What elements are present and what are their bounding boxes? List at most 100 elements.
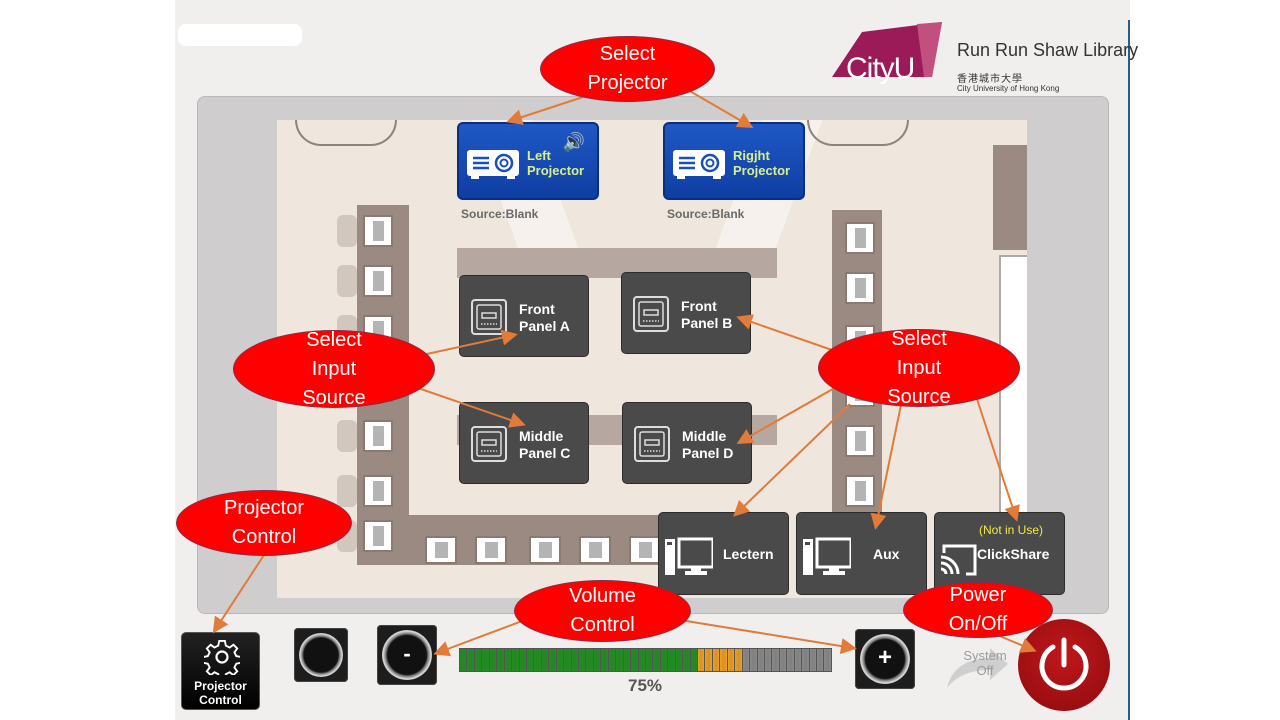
left-projector-button[interactable]: 🔊 Left Projector [457, 122, 599, 200]
power-button[interactable] [1018, 619, 1110, 711]
volume-segment-green [645, 649, 653, 671]
workstation [363, 215, 393, 247]
volume-segment-empty [809, 649, 816, 671]
callout-line: On/Off [948, 613, 1008, 635]
chair [337, 265, 357, 297]
callout-select-input-left: Select Input Source [233, 329, 435, 409]
button-label: Projector Control [182, 679, 259, 707]
projector-control-button[interactable]: Projector Control [181, 632, 260, 710]
not-in-use-note: (Not in Use) [979, 523, 1044, 537]
volume-segment-empty [750, 649, 757, 671]
callout-line: Input [311, 357, 357, 380]
volume-segment-green [497, 649, 504, 671]
workstation [579, 536, 611, 564]
volume-segment-green [579, 649, 586, 671]
volume-segment-empty [787, 649, 794, 671]
workstation [845, 222, 875, 254]
volume-segment-orange [720, 649, 727, 671]
volume-down-button[interactable]: - [377, 625, 437, 685]
workstation [845, 272, 875, 304]
volume-segment-empty [757, 649, 764, 671]
workstation [363, 265, 393, 297]
volume-segment-empty [764, 649, 772, 671]
minus-icon: - [403, 641, 411, 666]
volume-segment-green [467, 649, 474, 671]
volume-level-bar[interactable] [459, 648, 832, 672]
left-projector-source: Source:Blank [461, 207, 539, 221]
volume-segment-green [571, 649, 578, 671]
volume-segment-empty [802, 649, 809, 671]
mute-button[interactable] [294, 628, 348, 682]
volume-segment-green [623, 649, 631, 671]
door [295, 120, 397, 146]
desktop-computer-icon [803, 537, 851, 575]
volume-segment-green [653, 649, 660, 671]
volume-segment-empty [824, 649, 831, 671]
volume-segment-green [631, 649, 638, 671]
volume-segment-empty [794, 649, 802, 671]
label-line: Rigjht [733, 148, 770, 163]
volume-segment-green [460, 649, 467, 671]
volume-segment-green [519, 649, 526, 671]
volume-segment-green [504, 649, 512, 671]
university-name-en: City University of Hong Kong [957, 84, 1060, 93]
label-line: Front [519, 301, 555, 317]
right-projector-button[interactable]: Rigjht Projector [663, 122, 805, 200]
cast-icon [940, 544, 977, 576]
button-label: Front Panel A [519, 301, 570, 335]
speaker-volume-icon: 🔊 [562, 132, 585, 152]
aux-button[interactable]: Aux [796, 512, 927, 595]
callout-select-input-right: Select Input Source [818, 328, 1020, 408]
label-line: Projector [733, 163, 791, 178]
status-line: System [963, 648, 1007, 663]
workstation [475, 536, 507, 564]
clickshare-button[interactable]: (Not in Use) ClickShare [934, 512, 1065, 595]
volume-segment-green [668, 649, 675, 671]
label-line: Middle [519, 428, 564, 444]
wall-panel-icon [634, 426, 670, 462]
volume-segment-green [474, 649, 482, 671]
front-panel-b-button[interactable]: Front Panel B [621, 272, 751, 354]
workstation [845, 425, 875, 457]
lectern-button[interactable]: Lectern [658, 512, 789, 595]
callout-line: Volume [569, 585, 636, 607]
button-label: ClickShare [977, 546, 1050, 562]
label-line: Left [527, 148, 551, 163]
volume-segment-green [549, 649, 556, 671]
front-panel-a-button[interactable]: Front Panel A [459, 275, 589, 357]
middle-panel-c-button[interactable]: Middle Panel C [459, 402, 589, 484]
volume-segment-green [586, 649, 593, 671]
volume-segment-empty [817, 649, 824, 671]
button-label: Lectern [723, 546, 774, 562]
volume-segment-orange [712, 649, 720, 671]
right-projector-label: Rigjht Projector [733, 148, 790, 178]
gear-icon [204, 639, 240, 675]
power-icon [1039, 637, 1089, 691]
chair [337, 215, 357, 247]
projector-icon [673, 150, 725, 179]
volume-segment-green [534, 649, 541, 671]
label-line: Projector [527, 163, 585, 178]
volume-segment-green [601, 649, 608, 671]
volume-segment-green [683, 649, 690, 671]
volume-up-button[interactable]: + [855, 629, 915, 689]
callout-line: Projector [223, 497, 305, 519]
label-line: Panel B [681, 315, 733, 331]
volume-segment-empty [779, 649, 787, 671]
volume-segment-green [564, 649, 571, 671]
status-line: Off [976, 663, 994, 678]
label-line: Panel C [519, 445, 571, 461]
curved-arrow-icon [947, 648, 1008, 688]
speaker-icon [299, 633, 343, 677]
label-line: Front [681, 298, 717, 314]
cabinet [993, 145, 1027, 250]
button-label: Middle Panel C [519, 428, 570, 462]
callout-power: Power On/Off [903, 582, 1053, 638]
volume-segment-green [690, 649, 697, 671]
system-status: System Off [950, 648, 1020, 678]
volume-segment-green [675, 649, 683, 671]
middle-panel-d-button[interactable]: Middle Panel D [622, 402, 752, 484]
plus-icon: + [877, 644, 892, 671]
left-projector-label: Left Projector [527, 148, 584, 178]
callout-volume-control: Volume Control [514, 580, 691, 642]
